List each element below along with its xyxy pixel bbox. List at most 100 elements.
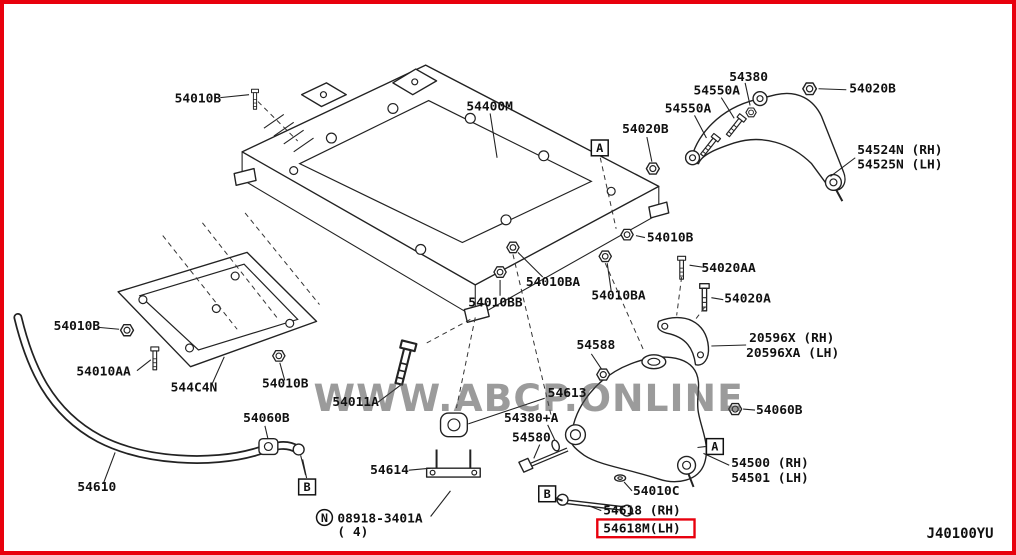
dashed-line <box>455 317 476 409</box>
bracket-hole <box>471 469 478 476</box>
part-label-54525n[interactable]: 54525N (LH) <box>857 158 942 173</box>
subframe-bracket-hole <box>319 91 328 99</box>
part-label-54010b-lc[interactable]: 54010B <box>262 376 309 391</box>
dashed-line <box>426 318 471 344</box>
part-label-54060b-l[interactable]: 54060B <box>243 411 290 426</box>
part-label-54610[interactable]: 54610 <box>77 480 116 495</box>
part-label-544c4n[interactable]: 544C4N <box>171 380 218 395</box>
stay-hole <box>696 351 705 359</box>
part-label-54500[interactable]: 54500 (RH) <box>731 456 809 471</box>
lower-control-arm-54500 <box>564 354 708 488</box>
part-label-54618[interactable]: 54618 (RH) <box>603 504 681 519</box>
dashed-line <box>162 235 238 330</box>
leader-54500 <box>703 452 730 466</box>
callout-n-circle <box>315 508 334 527</box>
part-label-54010ba-2[interactable]: 54010BA <box>591 289 646 304</box>
stay-hole <box>661 322 669 330</box>
leader-54010ba-2 <box>606 263 612 291</box>
subframe-hatch <box>283 129 304 145</box>
part-label-54524n[interactable]: 54524N (RH) <box>857 143 942 158</box>
leader-54618 <box>588 505 602 512</box>
leader-54580 <box>533 444 541 459</box>
lower-arm-rear-bushing-bore <box>647 357 661 366</box>
leader-54060b-r <box>743 408 756 411</box>
part-label-54010bb[interactable]: 54010BB <box>468 296 523 311</box>
part-label-08918[interactable]: 08918-3401A <box>337 511 423 526</box>
bolt-54020aa <box>677 255 687 280</box>
leader-lines <box>97 82 856 517</box>
part-label-54614[interactable]: 54614 <box>370 463 409 478</box>
bolt-54010b-top-left <box>251 88 259 110</box>
leader-54020b-mid <box>646 136 653 162</box>
bolt-54580 <box>518 447 569 473</box>
subframe-pad-right <box>648 201 670 219</box>
leader-544c4n <box>211 356 225 384</box>
leader-callout-a2 <box>697 445 706 449</box>
leader-54614 <box>408 467 431 471</box>
nut-54010b-left <box>119 324 135 337</box>
callout-b-2: B <box>538 485 557 503</box>
part-label-54501[interactable]: 54501 (LH) <box>731 471 809 486</box>
leader-callout-b1 <box>302 459 308 479</box>
part-label-54618m[interactable]: 54618M(LH) <box>603 521 681 536</box>
subframe-hole <box>538 150 550 162</box>
bracket-base <box>425 467 481 478</box>
part-label-54613[interactable]: 54613 <box>548 386 587 401</box>
part-label-54020aa[interactable]: 54020AA <box>701 261 756 276</box>
leader-54550a-2 <box>694 115 707 139</box>
part-label-54060b-r[interactable]: 54060B <box>756 403 803 418</box>
part-label-54020b-mid[interactable]: 54020B <box>622 122 669 137</box>
part-label-54020b-tr[interactable]: 54020B <box>849 82 896 97</box>
nut-54010b-center <box>620 228 634 241</box>
part-label-54550a-1[interactable]: 54550A <box>694 84 741 99</box>
bolt-shaft-inner <box>529 448 568 467</box>
nut-54020b-mid <box>645 162 660 175</box>
part-label-20596x[interactable]: 20596X (RH) <box>749 331 834 346</box>
stay-outline <box>657 316 710 366</box>
part-label-54010b-c[interactable]: 54010B <box>647 231 694 246</box>
part-label-54380a[interactable]: 54380+A <box>504 411 559 426</box>
part-label-54550a-2[interactable]: 54550A <box>665 101 712 116</box>
leader-20596x <box>711 344 747 347</box>
part-label-54010ba-1[interactable]: 54010BA <box>526 275 581 290</box>
callout-b-letter: B <box>304 480 311 494</box>
parts-diagram-canvas: WWW.ABCP.ONLINE 54010B 54400M 54380 5455… <box>13 64 994 542</box>
bolt-head <box>518 457 534 473</box>
leader-54020aa <box>689 264 703 268</box>
upper-arm-bushing-bore <box>688 154 697 162</box>
subframe-inner-opening <box>298 99 593 244</box>
nut-54380 <box>745 107 757 118</box>
part-label-54400m[interactable]: 54400M <box>466 99 513 114</box>
part-label-54011a[interactable]: 54011A <box>332 395 379 410</box>
upper-control-arm-54524n <box>684 91 846 202</box>
leader-54588 <box>590 353 602 369</box>
part-label-54010c[interactable]: 54010C <box>633 484 680 499</box>
part-label-54010aa[interactable]: 54010AA <box>76 365 131 380</box>
assembly-dashed-lines <box>162 101 705 423</box>
diagram-code: J40100YU <box>927 526 994 542</box>
subframe-hatch <box>293 137 314 153</box>
part-label-54380[interactable]: 54380 <box>729 70 768 85</box>
washer-54380a <box>551 439 561 452</box>
part-label-54010b-tl[interactable]: 54010B <box>175 92 222 107</box>
part-label-20596xa[interactable]: 20596XA (LH) <box>746 346 839 361</box>
dashed-line <box>202 222 278 318</box>
callout-b-1: B <box>297 478 317 496</box>
leader-54380 <box>744 82 751 106</box>
upper-arm-outline <box>689 92 846 191</box>
leader-08918 <box>430 490 451 517</box>
crossmember-hole <box>285 318 295 328</box>
callout-a-box <box>705 437 725 456</box>
dashed-line <box>695 307 705 320</box>
part-label-54010b-l[interactable]: 54010B <box>54 319 101 334</box>
part-label-54580[interactable]: 54580 <box>512 431 551 446</box>
callout-b-box <box>297 478 317 496</box>
nut-54020b-top-right <box>802 82 818 96</box>
leader-54380a <box>547 424 556 440</box>
callout-n-letter: N <box>321 511 328 525</box>
part-label-54588[interactable]: 54588 <box>576 338 615 353</box>
part-label-54020a[interactable]: 54020A <box>724 292 771 307</box>
upper-ball-joint-stud-hole <box>829 178 838 187</box>
bracket-clamp <box>435 449 472 471</box>
